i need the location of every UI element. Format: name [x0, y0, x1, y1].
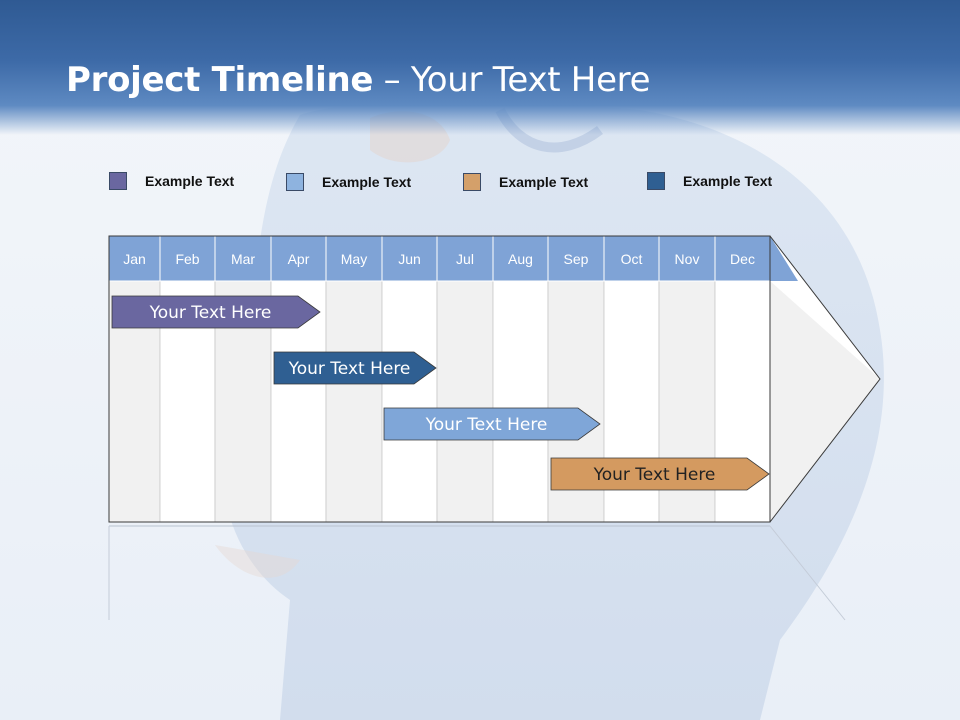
legend-label: Example Text	[499, 174, 589, 190]
month-label: Jun	[398, 251, 421, 267]
task-label: Your Text Here	[593, 465, 716, 485]
month-header-cell	[547, 235, 605, 282]
month-header-cell	[270, 235, 327, 282]
legend-label: Example Text	[145, 173, 235, 189]
month-header-cell	[159, 235, 216, 282]
month-column	[436, 280, 494, 523]
month-label: Apr	[288, 251, 310, 267]
month-label: May	[341, 251, 367, 267]
legend-swatch	[647, 172, 665, 190]
task-label: Your Text Here	[288, 359, 411, 379]
task-bar	[383, 407, 601, 441]
reflection-line	[769, 525, 846, 621]
month-header-cell	[603, 235, 660, 282]
arrow-head-fill	[770, 281, 880, 522]
month-header-cell	[108, 235, 161, 282]
month-label: Oct	[621, 251, 643, 267]
month-header-cell	[658, 235, 716, 282]
legend-swatch	[463, 173, 481, 191]
legend-swatch	[286, 173, 304, 191]
task-bar	[550, 457, 770, 491]
task-label: Your Text Here	[149, 303, 272, 323]
month-column	[492, 280, 549, 523]
timeline-frame	[108, 235, 771, 523]
page-title: Project Timeline – Your Text Here	[66, 60, 651, 100]
month-label: Sep	[564, 251, 589, 267]
legend-item: Example Text	[286, 172, 411, 192]
month-label: Dec	[730, 251, 755, 267]
legend-item: Example Text	[647, 171, 772, 191]
month-header-cell	[381, 235, 438, 282]
month-label: Aug	[508, 251, 533, 267]
title-rest: – Your Text Here	[373, 60, 651, 100]
month-label: Mar	[231, 251, 255, 267]
month-header-cell	[325, 235, 383, 282]
legend-item: Example Text	[463, 172, 588, 192]
legend-swatch	[109, 172, 127, 190]
legend-label: Example Text	[683, 173, 773, 189]
month-column	[381, 280, 438, 523]
legend-item: Example Text	[109, 171, 234, 191]
month-label: Feb	[175, 251, 199, 267]
month-header-cell	[492, 235, 549, 282]
title-bold: Project Timeline	[66, 60, 374, 100]
task-label: Your Text Here	[425, 415, 548, 435]
month-column	[325, 280, 383, 523]
header-band	[0, 0, 960, 135]
month-label: Jul	[456, 251, 474, 267]
task-bar	[111, 295, 321, 329]
month-label: Nov	[675, 251, 700, 267]
task-bar	[273, 351, 437, 385]
arrow-outline	[769, 235, 881, 523]
month-label: Jan	[123, 251, 146, 267]
arrow-head-header	[770, 236, 798, 281]
legend-label: Example Text	[322, 174, 412, 190]
